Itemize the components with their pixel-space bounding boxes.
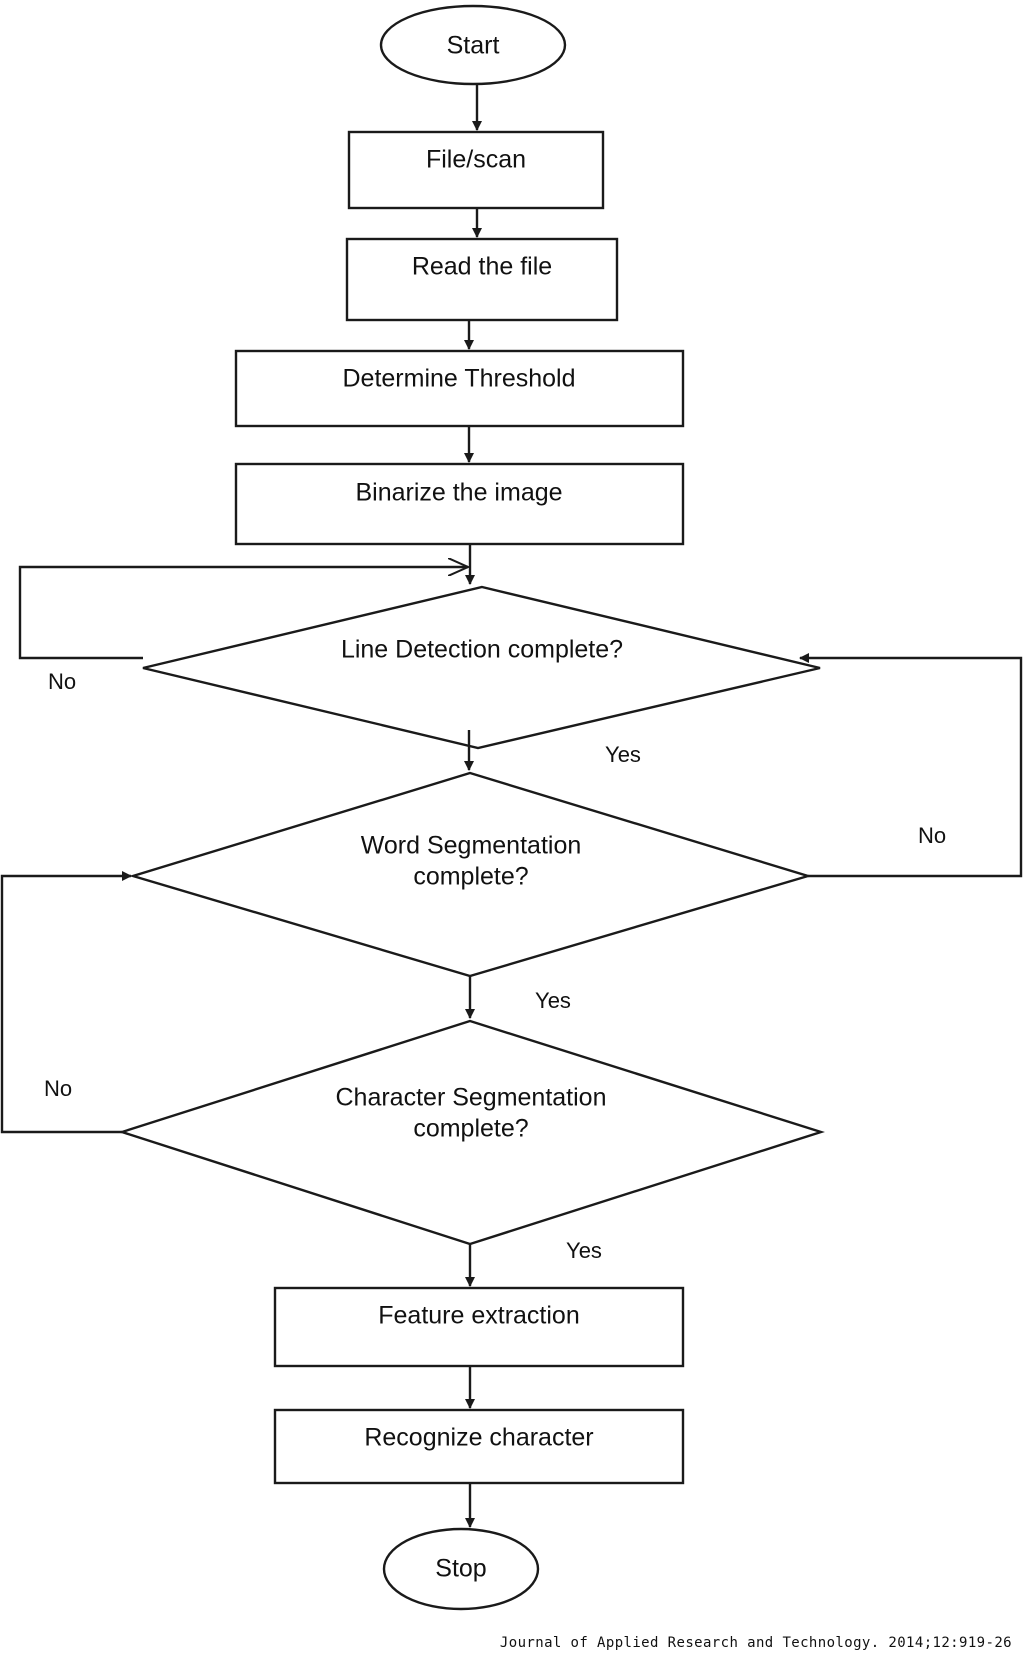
character-segmentation-label-line2: complete? (413, 1115, 528, 1143)
journal-citation: Journal of Applied Research and Technolo… (499, 1635, 1012, 1651)
word-no-label: No (918, 823, 946, 848)
arrow-word-no-loop (799, 653, 1023, 878)
stop-label: Stop (435, 1555, 486, 1583)
char-no-label: No (44, 1076, 72, 1101)
line-yes-label: Yes (605, 742, 641, 767)
recognize-character-box (273, 1408, 685, 1485)
file-scan-label: File/scan (426, 146, 526, 174)
line-no-label: No (48, 669, 76, 694)
file-scan-box (347, 130, 605, 210)
char-yes-label: Yes (566, 1238, 602, 1263)
start-label: Start (447, 32, 500, 60)
word-segmentation-label-line2: complete? (413, 863, 528, 891)
arrow-char-no-loop (0, 871, 132, 1134)
stop-terminal (382, 1527, 540, 1611)
read-file-box (345, 237, 619, 322)
read-file-label: Read the file (412, 253, 552, 281)
arrow-line-no-loop (18, 567, 468, 660)
word-yes-label: Yes (535, 988, 571, 1013)
feature-extraction-box (273, 1286, 685, 1368)
feature-extraction-label: Feature extraction (378, 1302, 580, 1330)
determine-threshold-label: Determine Threshold (343, 365, 576, 393)
line-detection-decision (142, 585, 821, 750)
word-segmentation-label-line1: Word Segmentation (361, 832, 582, 860)
line-detection-label: Line Detection complete? (341, 636, 623, 664)
start-terminal (379, 4, 567, 86)
binarize-box (234, 462, 685, 546)
recognize-character-label: Recognize character (364, 1424, 593, 1452)
determine-threshold-box (234, 349, 685, 428)
character-segmentation-label-line1: Character Segmentation (336, 1084, 607, 1112)
binarize-label: Binarize the image (355, 479, 562, 507)
